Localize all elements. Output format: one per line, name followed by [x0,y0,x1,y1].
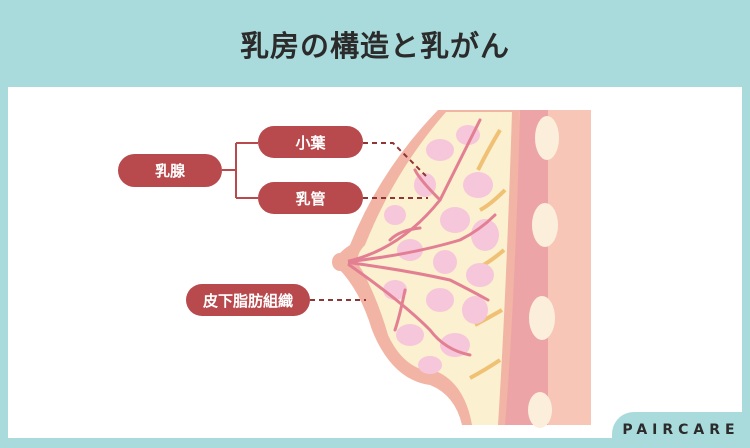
label-tree-connector [222,142,258,199]
nipple [332,253,348,271]
label-mammary-gland: 乳腺 [118,154,222,187]
leader-lines [310,142,428,301]
brand-logo: PAIRCARE [612,412,750,448]
milk-ducts [343,118,497,357]
page-title: 乳房の構造と乳がん [239,28,510,63]
label-subcutaneous-fat: 皮下脂肪組織 [186,284,310,316]
label-lobule: 小葉 [258,126,363,158]
label-milk-duct: 乳管 [258,182,363,214]
pectoral-muscle [500,110,548,425]
ribs [528,116,559,428]
